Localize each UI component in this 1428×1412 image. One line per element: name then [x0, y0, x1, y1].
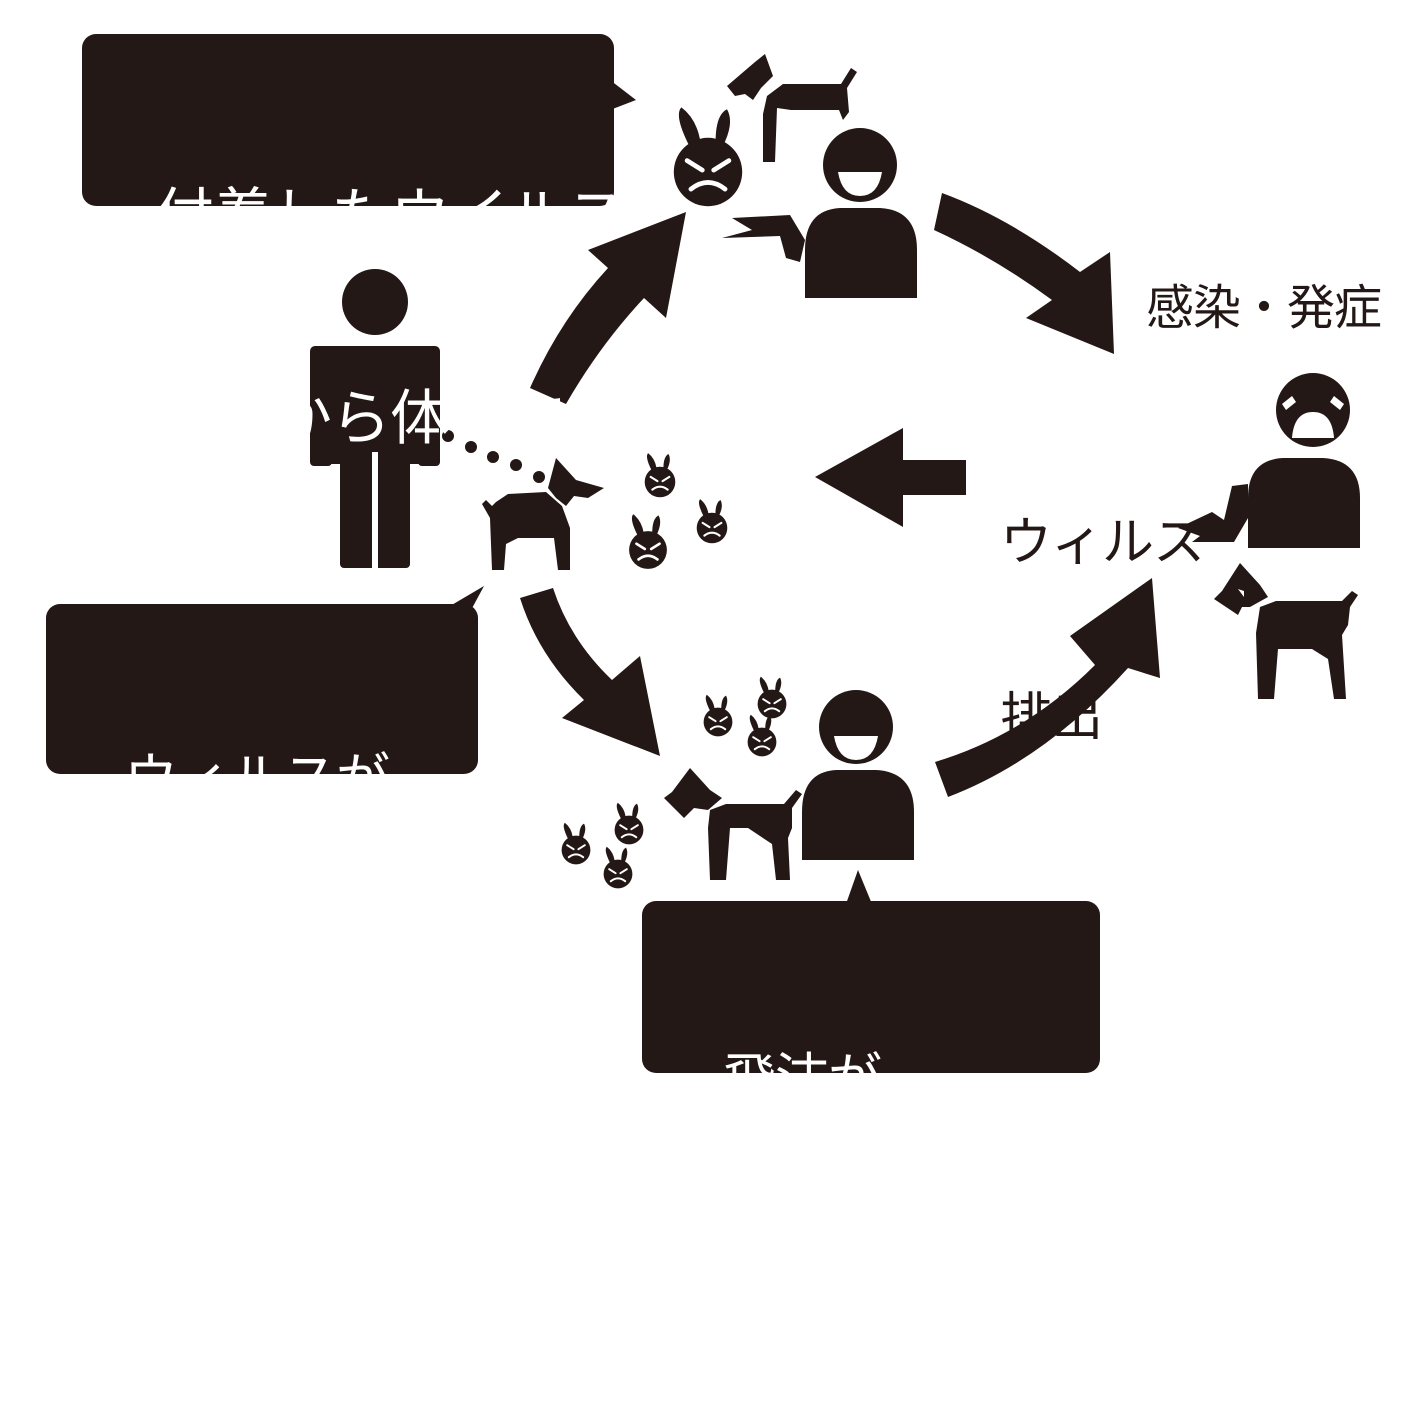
bubble-bottom-line-1: 飛沫が: [722, 1046, 882, 1110]
arrow-icon-bottom-right: [935, 578, 1160, 797]
person-smiling-icon-bottom: [802, 690, 914, 860]
bubble-top-line-1: 付着したウイルス: [154, 182, 627, 253]
bubble-top-text: 付着したウイルス が口から体内に: [154, 50, 627, 588]
speech-bubble-left: [46, 586, 484, 774]
transmission-diagram: 付着したウイルス が口から体内に ウィルスが 付着する 飛沫が 乾燥して口へ 感…: [46, 34, 1383, 1073]
person-sick-icon: [1178, 373, 1360, 548]
bubble-left-line-2: 付着する: [124, 928, 337, 992]
shedding-label-line-2: 排出: [1000, 688, 1103, 749]
virus-germ-icon-top: [674, 107, 742, 206]
leash-dots: [442, 430, 545, 483]
dog-icon-bottom: [664, 768, 802, 880]
shedding-label: ウィルス 排出: [1000, 398, 1205, 864]
bubble-bottom-line-2: 乾燥して口へ: [722, 1228, 1039, 1292]
arrow-icon-down: [520, 588, 660, 756]
arrow-icon-up-left: [530, 212, 686, 404]
bubble-bottom-text: 飛沫が 乾燥して口へ: [722, 928, 1039, 1412]
dog-on-leash-icon: [482, 458, 604, 570]
speech-bubble-bottom: [642, 870, 1100, 1073]
infection-label: 感染・発症: [1146, 280, 1382, 336]
speech-bubble-top: [82, 34, 636, 206]
bubble-left-text: ウィルスが 付着する: [124, 628, 390, 1112]
bubble-left-line-1: ウィルスが: [124, 746, 390, 810]
dog-icon-top: [727, 54, 857, 162]
arrow-icon-left: [815, 428, 966, 527]
person-smiling-icon-top: [722, 128, 917, 298]
virus-germ-icon-cluster-left: [627, 452, 729, 571]
shedding-label-line-1: ウィルス: [1000, 513, 1205, 574]
bubble-top-line-2: が口から体内に: [154, 383, 568, 454]
arrow-icon-top-right: [934, 193, 1114, 354]
person-standing-icon: [310, 269, 440, 572]
dog-icon-right: [1214, 563, 1358, 699]
